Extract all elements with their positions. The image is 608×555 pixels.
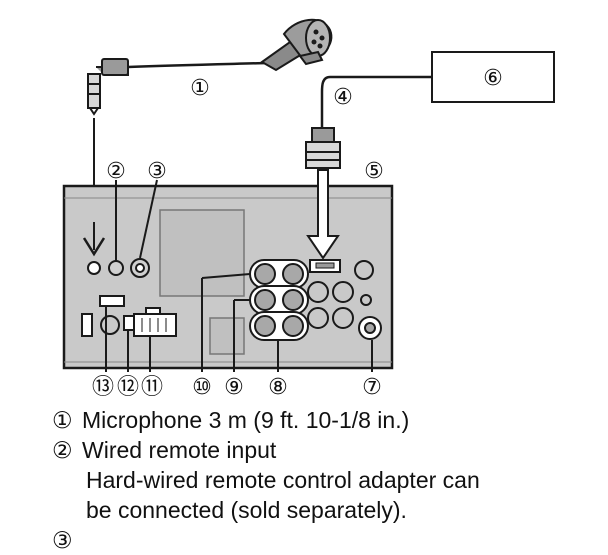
legend-description-line: be connected (sold separately). xyxy=(86,497,407,523)
arrow-connector-4-icon xyxy=(306,169,340,260)
rca-pair-8 xyxy=(249,311,309,341)
rca-pair-10 xyxy=(249,259,309,289)
callout-9: ⑨ xyxy=(224,375,244,400)
legend-number: ② xyxy=(52,437,73,463)
callout-7: ⑦ xyxy=(362,375,382,400)
callout-3: ③ xyxy=(147,159,167,184)
callout-13: ⑬ xyxy=(92,375,114,400)
callout-2: ② xyxy=(106,159,126,184)
legend-description-line: Hard-wired remote control adapter can xyxy=(86,467,480,493)
legend-text: Wired remote input xyxy=(82,437,277,463)
legend-item-2: ② Wired remote input xyxy=(52,435,602,465)
callout-12: ⑫ xyxy=(117,375,139,400)
legend: ① Microphone 3 m (9 ft. 10-1/8 in.) ② Wi… xyxy=(52,405,602,553)
legend-item-1: ① Microphone 3 m (9 ft. 10-1/8 in.) xyxy=(52,405,602,435)
connector-11 xyxy=(133,313,177,337)
arrow-microphone-icon xyxy=(82,237,106,257)
microphone-jack xyxy=(87,261,101,275)
device-6-box xyxy=(431,51,555,103)
wired-remote-jack xyxy=(108,260,124,276)
microphone-cable xyxy=(127,61,267,69)
connector-12 xyxy=(123,315,135,331)
microphone-plug-icon xyxy=(87,58,129,116)
rca-pair-9 xyxy=(249,285,309,315)
callout-10: ⑩ xyxy=(192,375,212,400)
connector-13 xyxy=(99,295,125,307)
connector-4-icon xyxy=(305,127,341,169)
legend-next-number: ③ xyxy=(52,527,73,553)
connection-diagram: ① ② ③ ④ ⑤ ⑥ ⑦ ⑧ ⑨ ⑩ ⑪ ⑫ ⑬ xyxy=(62,18,555,400)
callout-1: ① xyxy=(190,76,210,101)
callout-6: ⑥ xyxy=(483,66,503,91)
legend-number: ① xyxy=(52,407,73,433)
callout-11: ⑪ xyxy=(141,375,163,400)
legend-text: Microphone 3 m (9 ft. 10-1/8 in.) xyxy=(82,407,410,433)
callout-8: ⑧ xyxy=(268,375,288,400)
callout-4: ④ xyxy=(333,85,353,110)
microphone-icon xyxy=(260,18,333,72)
callout-5: ⑤ xyxy=(364,159,384,184)
cable-4 xyxy=(320,75,432,128)
